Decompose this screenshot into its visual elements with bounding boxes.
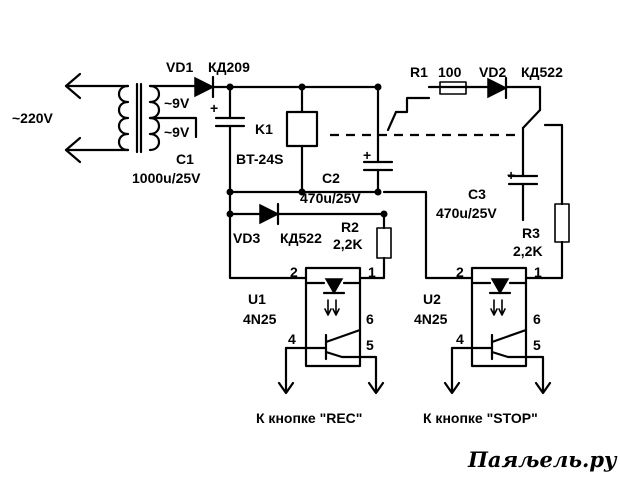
- u1-pin-5: 5: [366, 337, 374, 353]
- u1-ref: U1: [248, 291, 266, 307]
- u2-part: 4N25: [414, 311, 448, 327]
- u1-button-label: К кнопке "REC": [256, 410, 362, 426]
- u1-pin-4: 4: [288, 331, 296, 347]
- vd2-diode-symbol: [487, 77, 508, 99]
- watermark: Паяљель.ру: [467, 447, 618, 472]
- r1-ref: R1: [410, 64, 428, 80]
- r3-resistor: [554, 203, 570, 243]
- c3-value: 470u/25V: [436, 205, 497, 221]
- mains-input: ~220V: [12, 72, 130, 164]
- mains-voltage-label: ~220V: [12, 110, 54, 126]
- supply-section: VD1 КД209 + C1 1000u/25V K1 BT-24S: [132, 59, 386, 216]
- u2-pin-4: 4: [456, 331, 464, 347]
- u1-part: 4N25: [243, 311, 277, 327]
- c2-plus: +: [363, 147, 371, 163]
- r3-value: 2,2K: [513, 243, 543, 259]
- u2-pin-2: 2: [456, 264, 464, 280]
- vd1-part: КД209: [208, 59, 250, 75]
- c2-value: 470u/25V: [300, 190, 361, 206]
- u1-pin-2: 2: [290, 264, 298, 280]
- c1-value: 1000u/25V: [132, 170, 201, 186]
- vd1-diode-symbol: [194, 76, 215, 98]
- u2-pin-6: 6: [533, 311, 541, 327]
- r2-resistor: [376, 227, 392, 259]
- u1-pin-1: 1: [368, 264, 376, 280]
- c1-ref: C1: [176, 151, 194, 167]
- u1-optocoupler: 2 1 4 6 5 U1 4N25 К кнопке "REC": [243, 264, 385, 426]
- k1-relay-coil: [285, 110, 319, 148]
- u1-pin-6: 6: [366, 311, 374, 327]
- junction-dots: [226, 83, 388, 218]
- r2-ref: R2: [341, 219, 359, 235]
- secondary-1-voltage: ~9V: [164, 95, 190, 111]
- u2-button-label: К кнопке "STOP": [423, 410, 538, 426]
- vd3-part: КД522: [280, 230, 322, 246]
- vd3-r2: VD3 КД522 R2 2,2K: [228, 190, 474, 280]
- c2-capacitor: + C2 470u/25V: [300, 133, 394, 206]
- u2-pin-1: 1: [534, 264, 542, 280]
- c3-r3: + C3 470u/25V R3 2,2K: [436, 167, 570, 280]
- vd1-ref: VD1: [166, 59, 193, 75]
- u2-optocoupler: 2 1 4 6 5 U2 4N25 К кнопке "STOP": [414, 264, 552, 426]
- r2-value: 2,2K: [333, 236, 363, 252]
- c3-plus: +: [507, 167, 515, 183]
- secondary-2-voltage: ~9V: [164, 124, 190, 140]
- c1-plus: +: [210, 100, 218, 116]
- vd3-ref: VD3: [233, 230, 260, 246]
- k1-ref: K1: [255, 121, 273, 137]
- c3-ref: C3: [468, 186, 486, 202]
- k1-part: BT-24S: [236, 151, 283, 167]
- vd2-part: КД522: [521, 64, 563, 80]
- u2-pin-5: 5: [533, 337, 541, 353]
- c2-ref: C2: [322, 170, 340, 186]
- r1-value: 100: [438, 64, 462, 80]
- u2-ref: U2: [423, 291, 441, 307]
- r3-ref: R3: [522, 225, 540, 241]
- transformer: ~9V ~9V: [117, 82, 190, 154]
- vd2-ref: VD2: [479, 64, 506, 80]
- vd3-diode-symbol: [259, 203, 280, 225]
- relay-contacts: R1 100 VD2 КД522: [330, 64, 564, 206]
